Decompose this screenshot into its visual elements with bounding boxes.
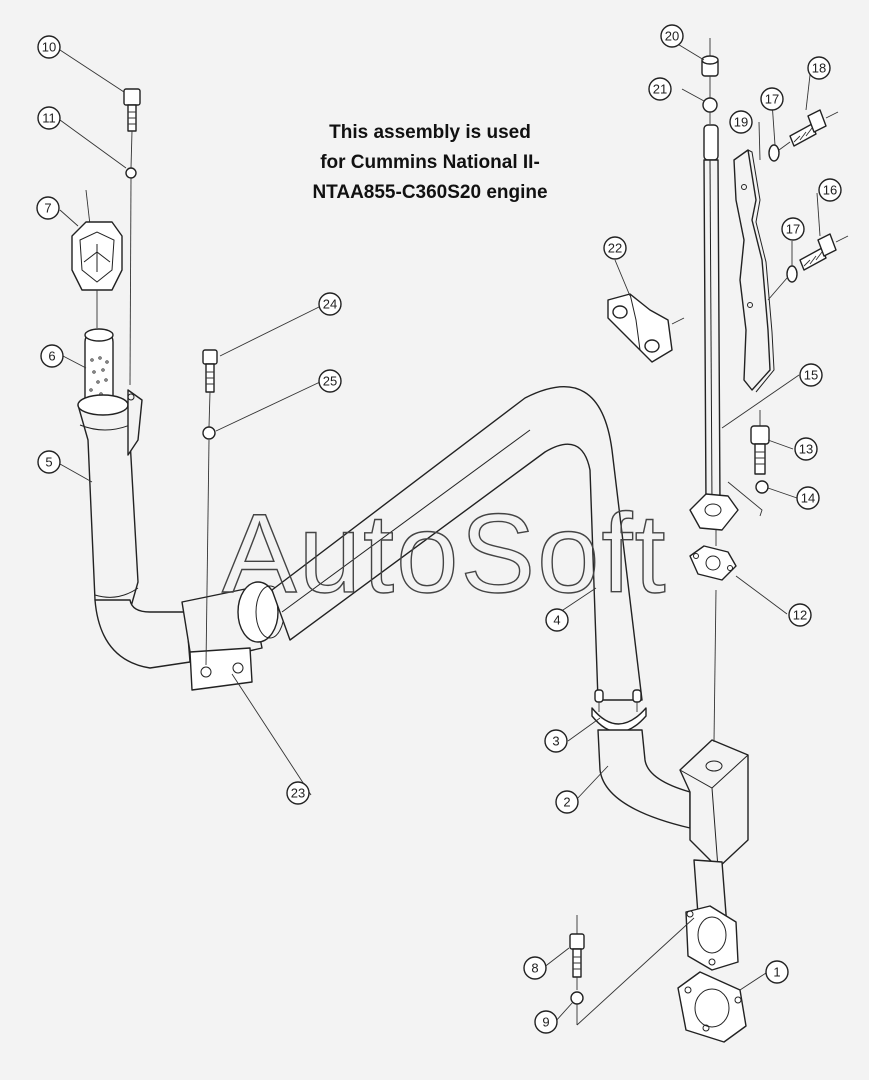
callout-22: 22 <box>608 241 622 256</box>
callout-21: 21 <box>653 82 667 97</box>
part-4-crossover-pipe <box>271 386 643 701</box>
part-3-clamp <box>591 689 647 733</box>
note-line-1: This assembly is used <box>329 122 531 143</box>
callout-23: 23 <box>291 786 305 801</box>
callout-1: 1 <box>773 965 780 980</box>
part-5-inlet-pipe <box>77 389 191 669</box>
callout-17-lower: 17 <box>786 222 800 237</box>
part-17-washer-lower <box>786 265 798 283</box>
part-17-washer-upper <box>768 144 780 162</box>
callout-18: 18 <box>812 61 826 76</box>
part-1-flange <box>677 905 747 1043</box>
part-15-tube <box>689 124 739 531</box>
callout-9: 9 <box>542 1015 549 1030</box>
part-22-clip <box>607 293 685 363</box>
part-12-gasket <box>689 545 737 581</box>
callout-10: 10 <box>42 40 56 55</box>
part-18-bolt <box>789 109 827 147</box>
callout-15: 15 <box>804 368 818 383</box>
part-13-bolt <box>750 425 770 475</box>
callouts: 10 11 7 6 5 23 24 25 4 3 2 1 8 9 20 21 1… <box>36 24 842 1034</box>
callout-11: 11 <box>42 111 56 126</box>
callout-13: 13 <box>799 442 813 457</box>
part-8-bolt <box>569 915 585 978</box>
callout-2: 2 <box>563 795 570 810</box>
callout-8: 8 <box>531 961 538 976</box>
callout-25: 25 <box>323 374 337 389</box>
callout-3: 3 <box>552 734 559 749</box>
part-24-bolt <box>202 349 218 393</box>
part-21-washer <box>702 97 718 113</box>
part-23-sleeve-clamp <box>181 581 285 691</box>
part-25-washer <box>202 426 216 440</box>
part-20-nut <box>701 55 719 77</box>
part-7-cap <box>71 189 123 291</box>
part-19-bracket <box>733 149 775 393</box>
assembly-note: This assembly is used for Cummins Nation… <box>250 118 610 208</box>
callout-16: 16 <box>823 183 837 198</box>
callout-19: 19 <box>734 115 748 130</box>
note-line-2: for Cummins National II- <box>320 152 540 173</box>
part-2-elbow <box>597 729 749 943</box>
callout-7: 7 <box>44 201 51 216</box>
part-14-washer <box>755 480 769 494</box>
callout-6: 6 <box>48 349 55 364</box>
callout-12: 12 <box>793 608 807 623</box>
callout-17-upper: 17 <box>765 92 779 107</box>
watermark: AutoSoft <box>222 491 668 616</box>
note-line-3: NTAA855-C360S20 engine <box>312 182 548 203</box>
callout-5: 5 <box>45 455 52 470</box>
part-10-bolt <box>123 88 141 132</box>
callout-4: 4 <box>553 613 560 628</box>
callout-14: 14 <box>801 491 815 506</box>
callout-24: 24 <box>323 297 337 312</box>
part-16-bolt <box>799 233 837 271</box>
part-11-washer <box>125 167 137 179</box>
callout-20: 20 <box>665 29 679 44</box>
